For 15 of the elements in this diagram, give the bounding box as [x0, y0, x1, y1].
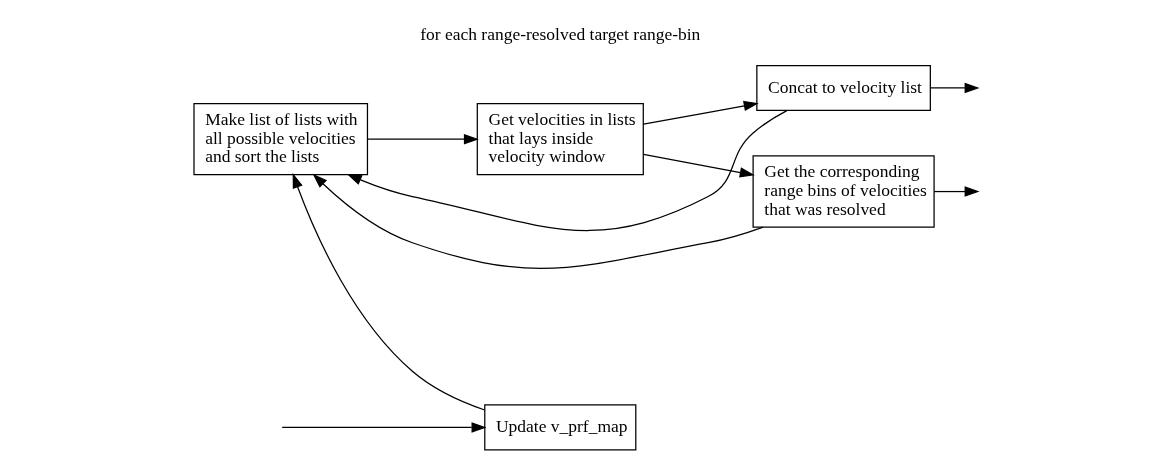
arrow	[929, 82, 980, 94]
node-box: Get velocities in lists that lays inside velocity window	[476, 102, 644, 176]
arrow	[642, 100, 759, 125]
arrow	[642, 153, 755, 178]
node-box: Get the corresponding range bins of velocities that was resolved	[752, 155, 935, 228]
arrow	[933, 186, 980, 197]
node-box: Update v_prf_map	[484, 404, 637, 451]
arrow	[367, 133, 479, 145]
arrow	[312, 173, 764, 269]
node-box: Concat to velocity list	[756, 64, 931, 112]
arrow	[281, 422, 487, 433]
label: for each range-resolved target range-bin	[420, 24, 701, 45]
arrow	[292, 173, 486, 411]
node-box: Make list of lists with all possible velocities and sort the lists	[193, 102, 369, 176]
arrow	[346, 110, 788, 232]
